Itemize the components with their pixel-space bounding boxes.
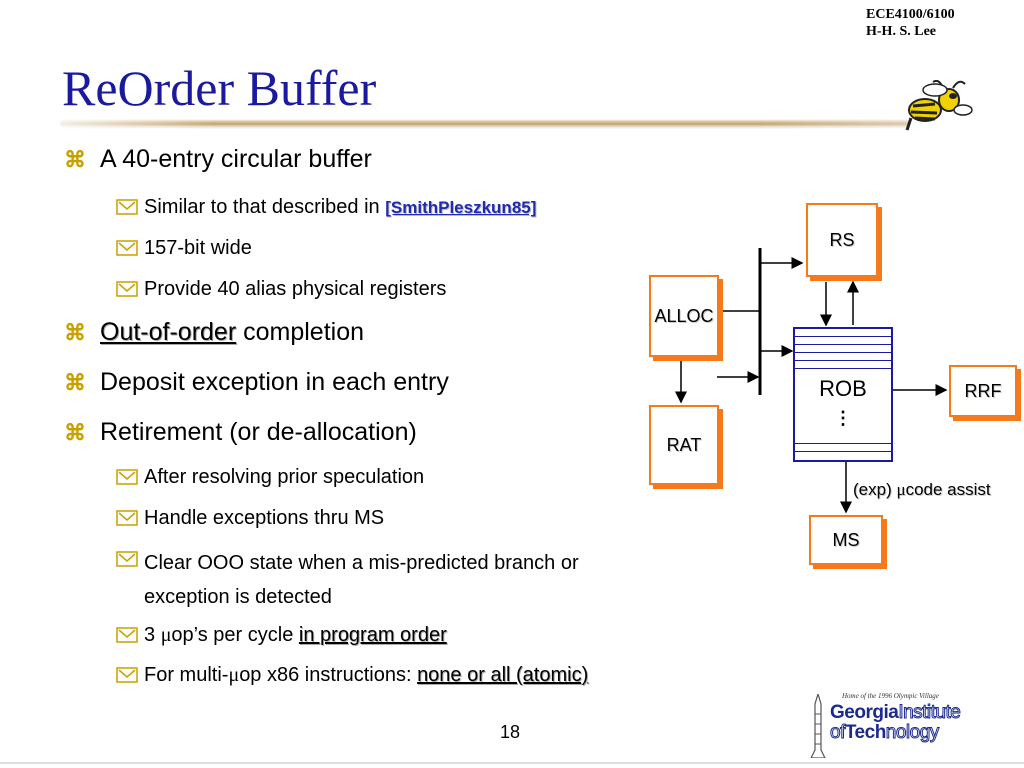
course-label: ECE4100/6100 H-H. S. Lee xyxy=(866,6,955,40)
sub-bullet-text: Handle exceptions thru MS xyxy=(144,507,385,529)
sub-bullet-text: After resolving prior speculation xyxy=(144,466,425,488)
footer-divider xyxy=(0,762,1024,764)
title-underline-fade xyxy=(60,119,910,129)
page-title: ReOrder Buffer xyxy=(62,60,377,116)
bullet-circular-buffer: ⌘ A 40-entry circular buffer xyxy=(64,145,372,174)
checkbox-icon xyxy=(116,199,138,215)
bullet-text: Out-of-order completion xyxy=(100,318,365,346)
author-name: H-H. S. Lee xyxy=(866,24,936,39)
citation-link[interactable]: [SmithPleszkun85] xyxy=(385,198,537,217)
tech-tower-icon xyxy=(810,694,826,758)
georgia-tech-logo: Home of the 1996 Olympic Village Georgia… xyxy=(808,690,1022,762)
bullet-text: A 40-entry circular buffer xyxy=(100,145,372,173)
command-key-icon: ⌘ xyxy=(64,420,86,445)
logo-line-1: GeorgiaInstitute xyxy=(830,702,961,724)
rat-block: RAT xyxy=(649,405,719,485)
checkbox-icon xyxy=(116,627,138,643)
command-key-icon: ⌘ xyxy=(64,147,86,172)
bullet-text: Deposit exception in each entry xyxy=(100,368,449,396)
page-number: 18 xyxy=(500,722,521,742)
logo-line-2: ofTechnology xyxy=(830,722,940,744)
sub-bullet-text: Provide 40 alias physical registers xyxy=(144,278,447,300)
bullet-retirement: ⌘ Retirement (or de-allocation) xyxy=(64,418,417,447)
command-key-icon: ⌘ xyxy=(64,320,86,345)
sub-bullet-text: Clear OOO state when a mis-predicted bra… xyxy=(144,552,579,608)
rob-block xyxy=(793,327,893,462)
sub-bullet-similar: Similar to that described in [SmithPlesz… xyxy=(116,194,536,221)
bullet-deposit-exception: ⌘ Deposit exception in each entry xyxy=(64,368,449,397)
sub-bullet-width: 157-bit wide xyxy=(116,235,252,261)
logo-caption: Home of the 1996 Olympic Village xyxy=(842,692,939,700)
ms-block: MS xyxy=(809,515,883,565)
rrf-block: RRF xyxy=(949,365,1017,417)
alloc-block: ALLOC xyxy=(649,275,719,357)
sub-bullet-clear-ooo: Clear OOO state when a mis-predicted bra… xyxy=(116,546,579,614)
sub-bullet-uops-per-cycle: 3 μop’s per cycle in program order xyxy=(116,622,447,648)
rs-block: RS xyxy=(806,203,878,277)
sub-bullet-text: 157-bit wide xyxy=(144,237,252,259)
checkbox-icon xyxy=(116,240,138,256)
course-code: ECE4100/6100 xyxy=(866,7,955,22)
rob-label: ROB xyxy=(819,376,867,401)
checkbox-icon xyxy=(116,667,138,683)
yellow-jacket-mascot-icon xyxy=(905,80,973,131)
sub-bullet-exceptions-ms: Handle exceptions thru MS xyxy=(116,505,384,531)
rob-ellipsis: ⋮ xyxy=(834,408,852,428)
checkbox-icon xyxy=(116,551,138,567)
checkbox-icon xyxy=(116,469,138,485)
sub-bullet-text: For multi-μop x86 instructions: none or … xyxy=(144,664,589,686)
code-assist-label: (exp) μcode assist xyxy=(853,480,991,499)
sub-bullet-multi-uop: For multi-μop x86 instructions: none or … xyxy=(116,662,588,688)
sub-bullet-alias-registers: Provide 40 alias physical registers xyxy=(116,276,446,302)
sub-bullet-speculation: After resolving prior speculation xyxy=(116,464,424,490)
checkbox-icon xyxy=(116,281,138,297)
bullet-text: Retirement (or de-allocation) xyxy=(100,418,417,446)
command-key-icon: ⌘ xyxy=(64,370,86,395)
bullet-ooo-completion: ⌘ Out-of-order completion xyxy=(64,318,364,347)
sub-bullet-text: 3 μop’s per cycle in program order xyxy=(144,624,447,646)
sub-bullet-text: Similar to that described in [SmithPlesz… xyxy=(144,196,537,218)
checkbox-icon xyxy=(116,510,138,526)
